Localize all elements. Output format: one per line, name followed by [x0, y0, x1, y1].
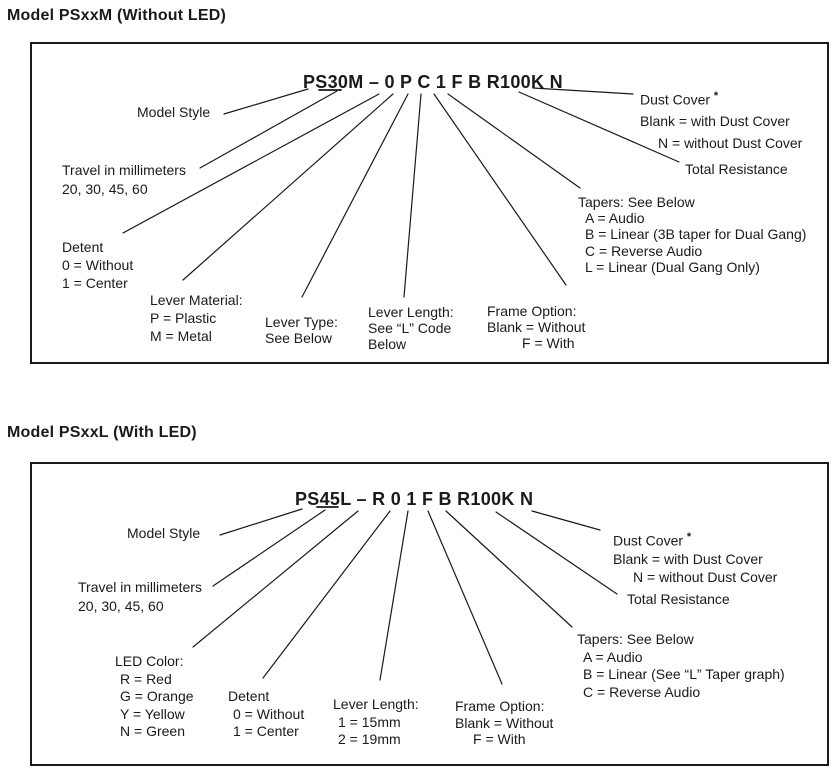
section-psxxm-heading: Model PSxxM (Without LED) — [7, 7, 227, 24]
callout-frame-option-1: Frame Option: Blank = Without F = With — [487, 303, 586, 351]
callout-total-resistance-1: Total Resistance — [685, 161, 788, 177]
callout-lever-type-1: Lever Type: See Below — [265, 314, 338, 346]
part-number-psxxl: PS45L – R 0 1 F B R100K N — [295, 489, 534, 509]
section-psxxl-heading: Model PSxxL (With LED) — [7, 424, 197, 441]
callout-lever-length-1: Lever Length: See “L” Code Below — [368, 304, 454, 352]
callout-tapers-2: Tapers: See Below A = Audio B = Linear (… — [577, 631, 785, 700]
callout-dust-cover-1: Dust Cover * Blank = with Dust Cover N =… — [640, 90, 803, 151]
callout-travel-2: Travel in millimeters 20, 30, 45, 60 — [78, 579, 202, 614]
dust-cover-title-2: Dust Cover — [613, 532, 684, 549]
callout-model-style-1: Model Style — [137, 104, 211, 120]
callout-lever-material-1: Lever Material: P = Plastic M = Metal — [150, 292, 243, 344]
callout-model-style-2: Model Style — [127, 525, 201, 541]
callout-led-color-2: LED Color: R = Red G = Orange Y = Yellow… — [115, 653, 194, 739]
part-number-psxxm: PS30M – 0 P C 1 F B R100K N — [303, 72, 563, 92]
callout-detent-1: Detent 0 = Without 1 = Center — [62, 239, 134, 291]
callout-total-resistance-2: Total Resistance — [627, 591, 730, 607]
dust-cover-title-1: Dust Cover — [640, 91, 711, 108]
callout-detent-2: Detent 0 = Without 1 = Center — [228, 688, 305, 739]
footnote-asterisk-1: * — [713, 90, 719, 102]
callout-frame-option-2: Frame Option: Blank = Without F = With — [455, 698, 554, 747]
callout-tapers-1: Tapers: See Below A = Audio B = Linear (… — [578, 194, 807, 275]
callout-travel-1: Travel in millimeters 20, 30, 45, 60 — [62, 162, 186, 197]
callout-dust-cover-2: Dust Cover * Blank = with Dust Cover N =… — [613, 531, 778, 585]
callout-lever-length-2: Lever Length: 1 = 15mm 2 = 19mm — [333, 696, 419, 747]
footnote-asterisk-2: * — [686, 531, 692, 543]
